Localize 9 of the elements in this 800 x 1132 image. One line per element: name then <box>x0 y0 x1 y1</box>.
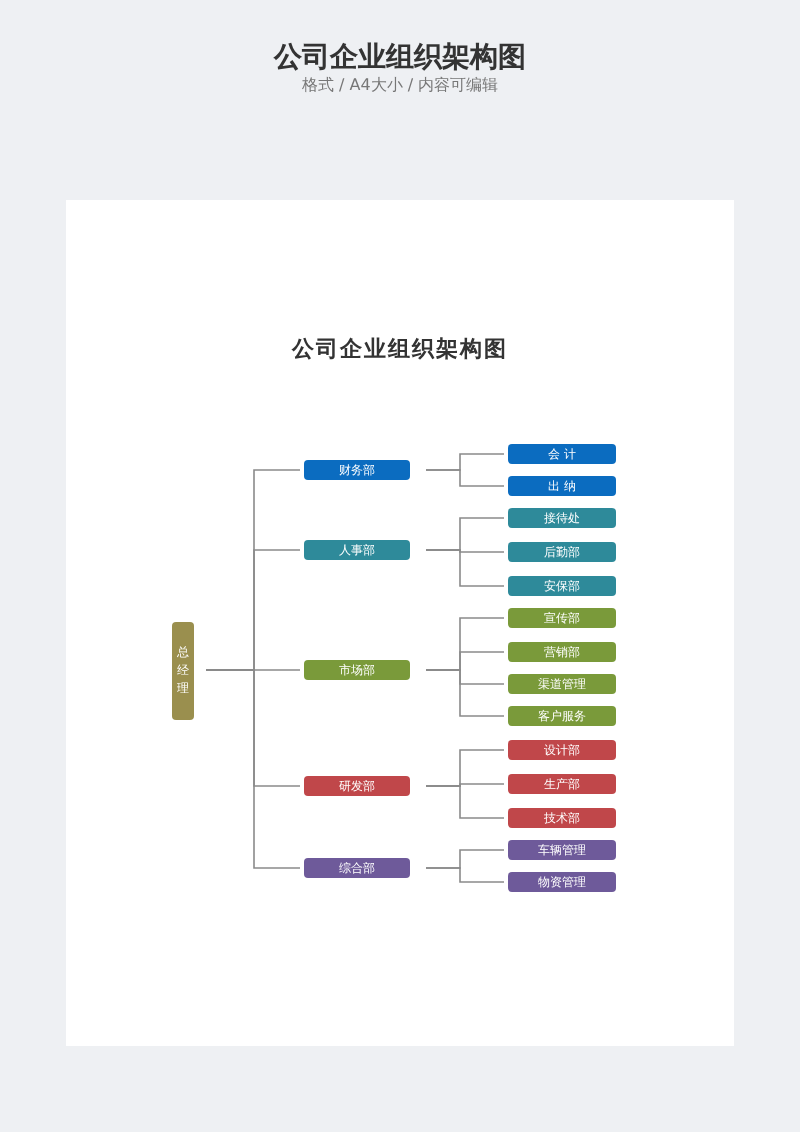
connector-line <box>425 785 505 819</box>
connector-line <box>425 867 505 883</box>
connector-line <box>205 669 301 869</box>
chart-title: 公司企业组织架构图 <box>289 334 510 364</box>
subtitle: 格式 / A4大小 / 内容可编辑 <box>299 74 501 96</box>
connector-line <box>425 469 505 487</box>
page-title: 公司企业组织架构图 <box>271 40 528 76</box>
connector-line <box>425 549 505 587</box>
connector-line <box>425 669 505 717</box>
